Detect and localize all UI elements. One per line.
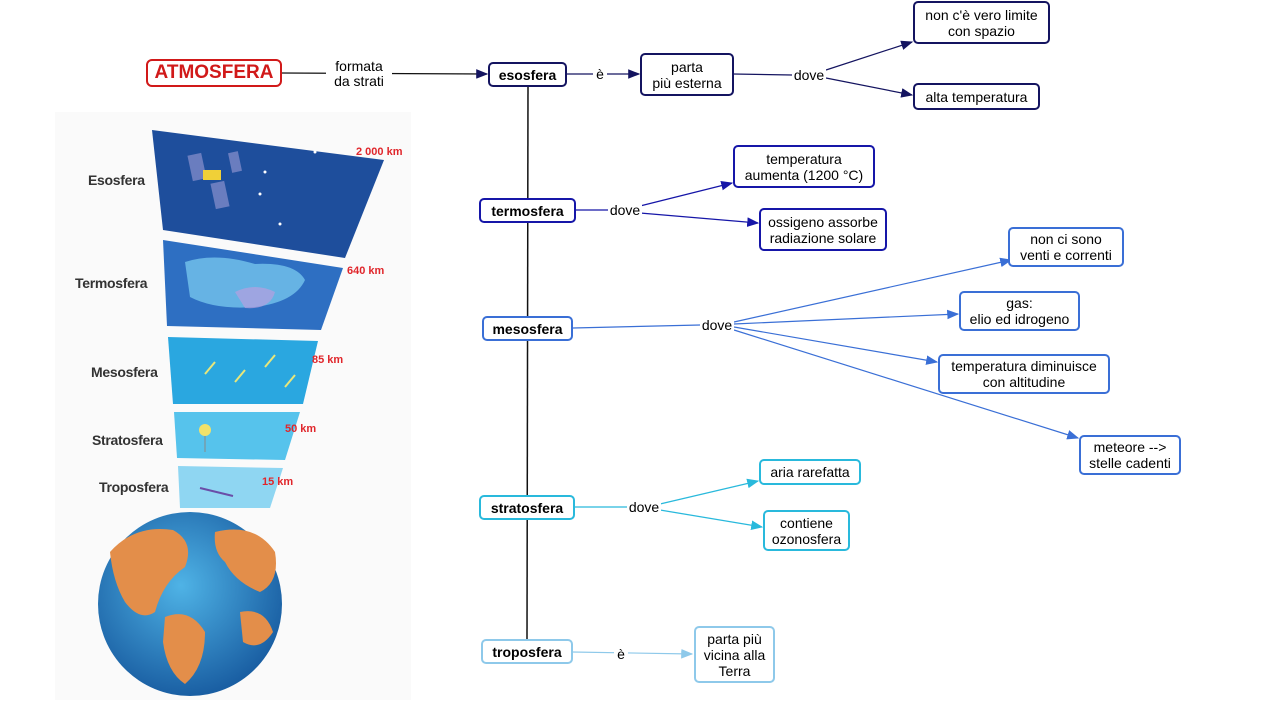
- mesosfera-band: [168, 337, 318, 404]
- altitude-label-85: 85 km: [312, 354, 344, 366]
- troposfera-link-e: è: [614, 647, 628, 662]
- mesosfera-item-temperatura: temperatura diminuisce con altitudine: [938, 354, 1110, 394]
- spine-line: [526, 85, 529, 641]
- troposfera-node: troposfera: [481, 639, 573, 664]
- mesosfera-item-venti: non ci sono venti e correnti: [1008, 227, 1124, 267]
- stratosfera-node: stratosfera: [479, 495, 575, 520]
- esosfera-band: [152, 130, 384, 258]
- esosfera-desc-node: parta più esterna: [640, 53, 734, 96]
- termosfera-item-temperatura: temperatura aumenta (1200 °C): [733, 145, 875, 188]
- illustration-label-esosfera: Esosfera: [88, 172, 145, 188]
- mesosfera-node: mesosfera: [482, 316, 573, 341]
- mesosfera-item-gas: gas: elio ed idrogeno: [959, 291, 1080, 331]
- termosfera-node: termosfera: [479, 198, 576, 223]
- termosfera-link-dove: dove: [608, 202, 642, 218]
- altitude-label-640: 640 km: [347, 265, 385, 277]
- altitude-label-2000: 2 000 km: [356, 146, 403, 158]
- link-formata-da-strati: formata da strati: [326, 59, 392, 89]
- stratosfera-link-dove: dove: [627, 499, 661, 515]
- atmosfera-node: ATMOSFERA: [146, 59, 282, 87]
- esosfera-item-limite: non c'è vero limite con spazio: [913, 1, 1050, 44]
- esosfera-link-e: è: [593, 67, 607, 82]
- stratosfera-item-ozonosfera: contiene ozonosfera: [763, 510, 850, 551]
- altitude-label-15: 15 km: [262, 476, 294, 488]
- altitude-label-50: 50 km: [285, 423, 317, 435]
- illustration-label-troposfera: Troposfera: [99, 479, 169, 495]
- mesosfera-link-dove: dove: [700, 317, 734, 333]
- atmosphere-illustration: Esosfera Termosfera Mesosfera Stratosfer…: [55, 112, 411, 700]
- troposfera-band: [178, 466, 283, 508]
- illustration-label-termosfera: Termosfera: [75, 275, 148, 291]
- esosfera-item-temperatura: alta temperatura: [913, 83, 1040, 110]
- mesosfera-item-meteore: meteore --> stelle cadenti: [1079, 435, 1181, 475]
- illustration-label-mesosfera: Mesosfera: [91, 364, 158, 380]
- atmosphere-layers-graphic: [98, 130, 384, 696]
- termosfera-item-ossigeno: ossigeno assorbe radiazione solare: [759, 208, 887, 251]
- troposfera-desc-node: parta più vicina alla Terra: [694, 626, 775, 683]
- illustration-label-stratosfera: Stratosfera: [92, 432, 163, 448]
- esosfera-link-dove: dove: [792, 67, 826, 83]
- stratosfera-item-aria: aria rarefatta: [759, 459, 861, 485]
- esosfera-node: esosfera: [488, 62, 567, 87]
